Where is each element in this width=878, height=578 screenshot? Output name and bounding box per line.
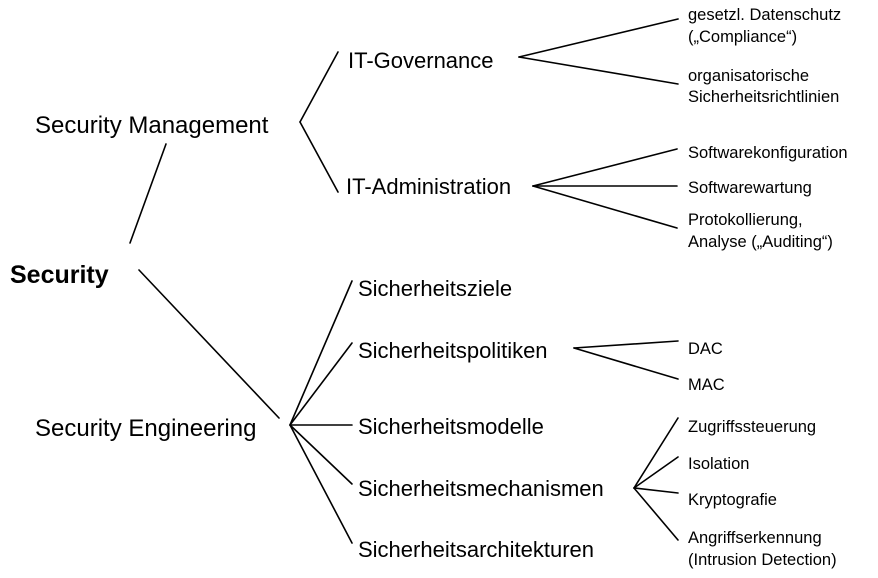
edge-group-sicherheitspolitiken [573, 340, 679, 380]
edge-security-management-to-it-administration [299, 121, 339, 193]
node-dac[interactable]: DAC [688, 340, 723, 358]
node-sicherheitspolitiken[interactable]: Sicherheitspolitiken [358, 338, 548, 363]
node-security-management[interactable]: Security Management [35, 112, 269, 139]
edge-it-governance-to-organisatorische-sicherheitsrichtlinien [518, 56, 679, 85]
node-isolation[interactable]: Isolation [688, 455, 749, 473]
edge-sicherheitsmechanismen-to-kryptografie [633, 487, 679, 494]
node-it-administration[interactable]: IT-Administration [346, 174, 511, 199]
node-organisatorische-sicherheitsrichtlinien-line2[interactable]: Sicherheitsrichtlinien [688, 88, 839, 106]
edge-security-engineering-to-sicherheitsziele [289, 280, 353, 426]
edge-it-administration-to-protokollierung [532, 185, 678, 229]
edge-security-to-security-engineering [138, 269, 280, 419]
node-softwarewartung[interactable]: Softwarewartung [688, 179, 812, 197]
node-sicherheitsmechanismen[interactable]: Sicherheitsmechanismen [358, 476, 604, 501]
edge-group-security-management [299, 51, 339, 193]
node-gesetzl-datenschutz-line2[interactable]: („Compliance“) [688, 28, 797, 46]
node-security-engineering[interactable]: Security Engineering [35, 415, 256, 442]
edge-security-engineering-to-sicherheitsarchitekturen [289, 424, 353, 544]
edge-security-to-security-management [129, 143, 167, 244]
edge-security-engineering-to-sicherheitsmechanismen [289, 424, 353, 485]
edge-sicherheitsmechanismen-to-isolation [633, 456, 679, 489]
edge-group-it-governance [518, 18, 679, 85]
edge-security-engineering-to-sicherheitspolitiken [289, 342, 353, 426]
node-zugriffssteuerung[interactable]: Zugriffssteuerung [688, 418, 816, 436]
node-sicherheitsarchitekturen[interactable]: Sicherheitsarchitekturen [358, 537, 594, 562]
edge-security-management-to-it-governance [299, 51, 339, 123]
edge-sicherheitspolitiken-to-mac [573, 347, 679, 380]
node-angriffserkennung-line2[interactable]: (Intrusion Detection) [688, 551, 837, 569]
edge-group-root [129, 143, 280, 419]
edge-sicherheitspolitiken-to-dac [573, 340, 679, 349]
edge-group-security-engineering [289, 280, 353, 544]
node-protokollierung-line2[interactable]: Analyse („Auditing“) [688, 233, 833, 251]
node-sicherheitsziele[interactable]: Sicherheitsziele [358, 276, 512, 301]
node-organisatorische-sicherheitsrichtlinien-line1[interactable]: organisatorische [688, 67, 809, 85]
node-gesetzl-datenschutz-line1[interactable]: gesetzl. Datenschutz [688, 6, 841, 24]
node-sicherheitsmodelle[interactable]: Sicherheitsmodelle [358, 414, 544, 439]
node-angriffserkennung-line1[interactable]: Angriffserkennung [688, 529, 822, 547]
node-it-governance[interactable]: IT-Governance [348, 48, 494, 73]
node-kryptografie[interactable]: Kryptografie [688, 491, 777, 509]
node-security[interactable]: Security [10, 261, 109, 289]
edge-it-administration-to-softwarekonfiguration [532, 148, 678, 187]
node-softwarekonfiguration[interactable]: Softwarekonfiguration [688, 144, 848, 162]
edge-sicherheitsmechanismen-to-zugriffssteuerung [633, 417, 679, 489]
edge-sicherheitsmechanismen-to-angriffserkennung [633, 487, 679, 541]
edge-group-it-administration [532, 148, 678, 229]
node-mac[interactable]: MAC [688, 376, 725, 394]
edge-group-sicherheitsmechanismen [633, 417, 679, 541]
edge-it-governance-to-gesetzl-datenschutz [518, 18, 679, 58]
node-protokollierung-line1[interactable]: Protokollierung, [688, 211, 803, 229]
